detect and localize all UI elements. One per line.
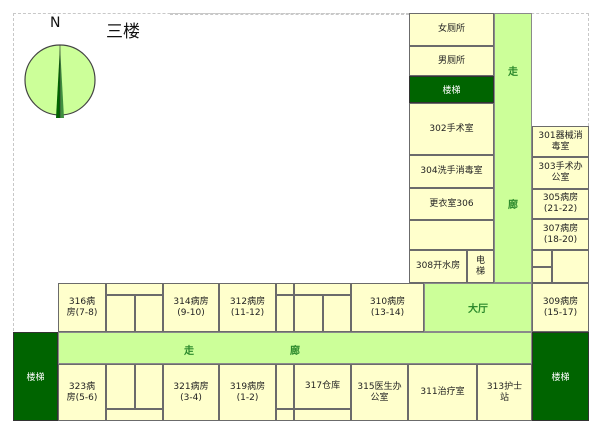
corridor-south — [58, 332, 532, 364]
room-label: 317仓库 — [304, 381, 341, 391]
corridor-south-label-1: 走 — [184, 346, 194, 357]
room-label: 314病房 (9-10) — [173, 296, 209, 318]
room-label: 308开水房 — [415, 261, 461, 271]
room-label: 316病 房(7-8) — [66, 296, 98, 318]
room-305[interactable]: 305病房 (21-22) — [532, 189, 589, 219]
room-unlabeled — [532, 267, 552, 283]
stairs-label: 楼梯 — [26, 373, 45, 383]
stairs-north[interactable]: 楼梯 — [409, 76, 494, 103]
room-311[interactable]: 311治疗室 — [408, 364, 477, 421]
room-302[interactable]: 302手术室 — [409, 103, 494, 155]
elevator-label: 电 梯 — [475, 255, 485, 277]
room-unlabeled — [294, 283, 351, 295]
room-label: 303手术办 公室 — [538, 162, 583, 183]
guide-line — [170, 13, 409, 15]
room-unlabeled — [409, 220, 494, 250]
room-315[interactable]: 315医生办 公室 — [351, 364, 408, 421]
room-310[interactable]: 310病房 (13-14) — [351, 283, 424, 332]
room-319[interactable]: 319病房 (1-2) — [219, 364, 276, 421]
room-label: 女厕所 — [437, 24, 465, 34]
stairs-east[interactable]: 楼梯 — [532, 332, 589, 421]
room-label: 323病 房(5-6) — [66, 381, 98, 403]
room-unlabeled — [552, 250, 589, 283]
room-308[interactable]: 308开水房 — [409, 250, 467, 283]
room-316[interactable]: 316病 房(7-8) — [58, 283, 106, 332]
room-321[interactable]: 321病房 (3-4) — [163, 364, 219, 421]
room-313[interactable]: 313护士 站 — [477, 364, 532, 421]
room-label: 更衣室306 — [429, 198, 474, 209]
room-unlabeled — [276, 364, 294, 409]
room-label: 321病房 (3-4) — [173, 381, 209, 403]
room-unlabeled — [276, 409, 294, 421]
floor-title: 三楼 — [106, 22, 140, 42]
room-306[interactable]: 更衣室306 — [409, 188, 494, 220]
room-label: 310病房 (13-14) — [369, 296, 406, 318]
elevator[interactable]: 电 梯 — [467, 250, 494, 283]
room-mens-restroom[interactable]: 男厕所 — [409, 46, 494, 76]
room-307[interactable]: 307病房 (18-20) — [532, 219, 589, 250]
room-label: 男厕所 — [437, 55, 465, 66]
room-label: 301器械消 毒室 — [538, 130, 583, 152]
room-323[interactable]: 323病 房(5-6) — [58, 364, 106, 421]
room-label: 302手术室 — [429, 123, 474, 134]
room-label: 304洗手消毒室 — [420, 166, 483, 176]
north-arrow-icon — [24, 44, 96, 118]
room-312[interactable]: 312病房 (11-12) — [219, 283, 276, 332]
room-womens-restroom[interactable]: 女厕所 — [409, 13, 494, 46]
room-unlabeled — [294, 295, 323, 332]
room-unlabeled — [323, 295, 351, 332]
room-304[interactable]: 304洗手消毒室 — [409, 155, 494, 188]
room-314[interactable]: 314病房 (9-10) — [163, 283, 219, 332]
room-label: 309病房 (15-17) — [542, 296, 579, 318]
room-unlabeled — [135, 295, 163, 332]
room-unlabeled — [106, 364, 135, 409]
room-label: 305病房 (21-22) — [542, 193, 579, 214]
room-301[interactable]: 301器械消 毒室 — [532, 126, 589, 157]
lobby: 大厅 — [424, 283, 532, 332]
corridor-east-label-2: 廊 — [508, 200, 518, 211]
room-unlabeled — [106, 283, 163, 295]
room-label: 311治疗室 — [420, 387, 465, 397]
room-317[interactable]: 317仓库 — [294, 364, 351, 409]
room-label: 312病房 (11-12) — [229, 296, 266, 318]
room-label: 315医生办 公室 — [357, 381, 402, 403]
corridor-east-label-1: 走 — [508, 67, 518, 78]
lobby-label: 大厅 — [468, 304, 488, 315]
room-unlabeled — [276, 295, 294, 332]
north-label: N — [50, 15, 61, 31]
stairs-west[interactable]: 楼梯 — [13, 332, 58, 421]
room-unlabeled — [276, 283, 294, 295]
room-label: 313护士 站 — [486, 381, 523, 403]
room-label: 307病房 (18-20) — [542, 223, 579, 245]
room-309[interactable]: 309病房 (15-17) — [532, 283, 589, 332]
room-label: 319病房 (1-2) — [229, 381, 266, 403]
room-unlabeled — [106, 409, 163, 421]
stairs-label: 楼梯 — [551, 373, 570, 383]
corridor-south-label-2: 廊 — [290, 346, 300, 357]
room-303[interactable]: 303手术办 公室 — [532, 157, 589, 189]
room-unlabeled — [294, 409, 351, 421]
room-unlabeled — [135, 364, 163, 409]
stairs-label: 楼梯 — [442, 86, 461, 96]
corridor-east — [494, 13, 532, 283]
room-unlabeled — [106, 295, 135, 332]
room-unlabeled — [532, 250, 552, 267]
